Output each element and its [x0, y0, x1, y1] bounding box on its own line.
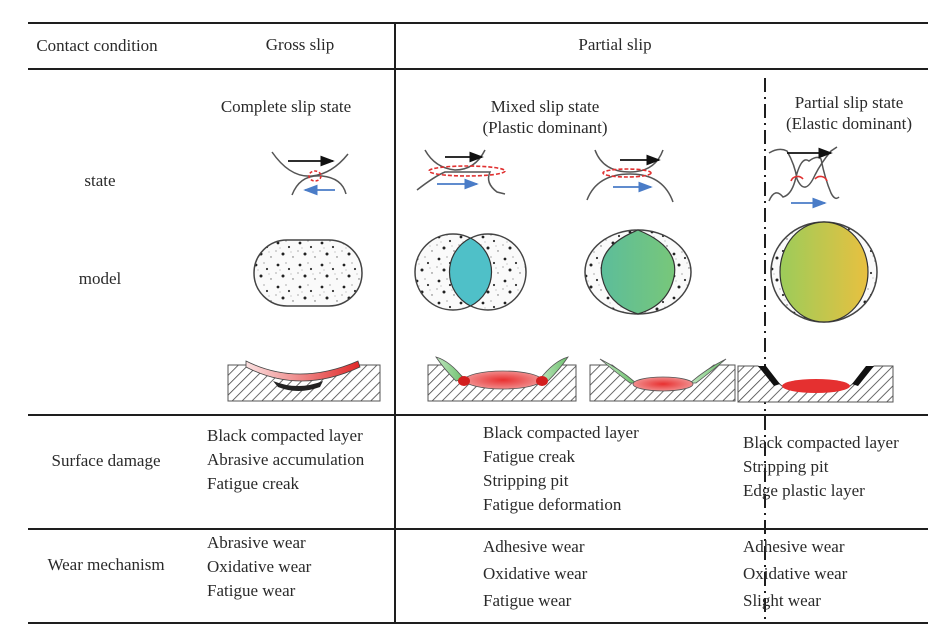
surface-damage-mixed-slip: Black compacted layer Fatigue creak Stri…: [483, 421, 639, 517]
surface-damage-partial-slip: Black compacted layer Stripping pit Edge…: [743, 431, 899, 503]
header-partial-slip: Partial slip: [578, 35, 652, 54]
stick-zone-shape: [600, 229, 676, 315]
row-label-state: state: [84, 171, 116, 190]
list-item: Fatigue deformation: [483, 495, 622, 514]
list-item: Abrasive wear: [207, 533, 306, 552]
contact-zone-marker-icon: [790, 175, 804, 182]
list-item: Adhesive wear: [743, 537, 845, 556]
header-gross-slip: Gross slip: [265, 35, 335, 54]
mixed-slip-state-line2: (Plastic dominant): [482, 118, 608, 137]
mixed-partial-dashdot-divider: [764, 78, 766, 623]
list-item: Stripping pit: [743, 457, 829, 476]
list-item: Black compacted layer: [207, 426, 363, 445]
list-item: Black compacted layer: [743, 433, 899, 452]
mixed-slip-state-title: Mixed slip state (Plastic dominant): [482, 96, 607, 138]
list-item: Fatigue wear: [483, 591, 572, 610]
partial-slip-state-line2: (Elastic dominant): [785, 114, 913, 133]
complete-slip-state-title: Complete slip state: [220, 97, 352, 116]
list-item: Edge plastic layer: [743, 481, 865, 500]
mixed-slip-contact-sketch-a: [416, 149, 506, 195]
partial-slip-model: [770, 221, 878, 323]
list-item: Oxidative wear: [483, 564, 588, 583]
gross-partial-divider: [394, 22, 396, 624]
mixed-slip-cross-section-b: [589, 358, 736, 402]
list-item: Fatigue creak: [483, 447, 576, 466]
row-label-wear-mechanism: Wear mechanism: [47, 555, 165, 574]
complete-slip-contact-sketch: [271, 151, 349, 196]
surface-damage-top-rule: [28, 414, 928, 416]
header-contact-condition: Contact condition: [36, 36, 158, 55]
row-label-model: model: [78, 269, 122, 288]
mixed-slip-state-line1: Mixed slip state: [490, 97, 600, 116]
contact-zone-marker-icon: [428, 165, 506, 177]
list-item: Black compacted layer: [483, 423, 639, 442]
list-item: Fatigue wear: [207, 581, 296, 600]
mixed-slip-cross-section-a: [427, 356, 577, 402]
partial-slip-cross-section: [737, 365, 894, 403]
wear-mechanism-top-rule: [28, 528, 928, 530]
contact-zone-marker-icon: [814, 175, 828, 182]
wear-mechanism-mixed-slip: Adhesive wear Oxidative wear Fatigue wea…: [483, 533, 587, 614]
wear-mechanism-partial-slip: Adhesive wear Oxidative wear Slight wear: [743, 533, 847, 614]
gross-slip-model-full-slip-scar: [253, 239, 363, 307]
list-item: Oxidative wear: [207, 557, 312, 576]
gross-slip-cross-section: [227, 360, 381, 402]
surface-damage-gross-slip: Black compacted layer Abrasive accumulat…: [207, 424, 364, 496]
contact-zone-marker-icon: [602, 168, 652, 178]
table-top-rule: [28, 22, 928, 24]
header-bottom-rule: [28, 68, 928, 70]
stick-zone-shape: [779, 221, 869, 323]
partial-slip-state-line1: Partial slip state: [794, 93, 904, 112]
contact-zone-marker-icon: [308, 170, 322, 182]
table-bottom-rule: [28, 622, 928, 624]
list-item: Adhesive wear: [483, 537, 585, 556]
mixed-slip-model-b: [584, 229, 692, 315]
partial-slip-contact-sketch: [768, 146, 840, 209]
list-item: Oxidative wear: [743, 564, 848, 583]
mixed-slip-contact-sketch-b: [586, 149, 674, 203]
row-label-surface-damage: Surface damage: [51, 451, 161, 470]
list-item: Slight wear: [743, 591, 821, 610]
mixed-slip-model-a: [414, 233, 527, 311]
partial-slip-state-title: Partial slip state (Elastic dominant): [786, 92, 912, 134]
stick-zone-shape: [448, 237, 493, 307]
wear-mechanism-gross-slip: Abrasive wear Oxidative wear Fatigue wea…: [207, 531, 311, 603]
list-item: Stripping pit: [483, 471, 569, 490]
list-item: Abrasive accumulation: [207, 450, 365, 469]
list-item: Fatigue creak: [207, 474, 300, 493]
